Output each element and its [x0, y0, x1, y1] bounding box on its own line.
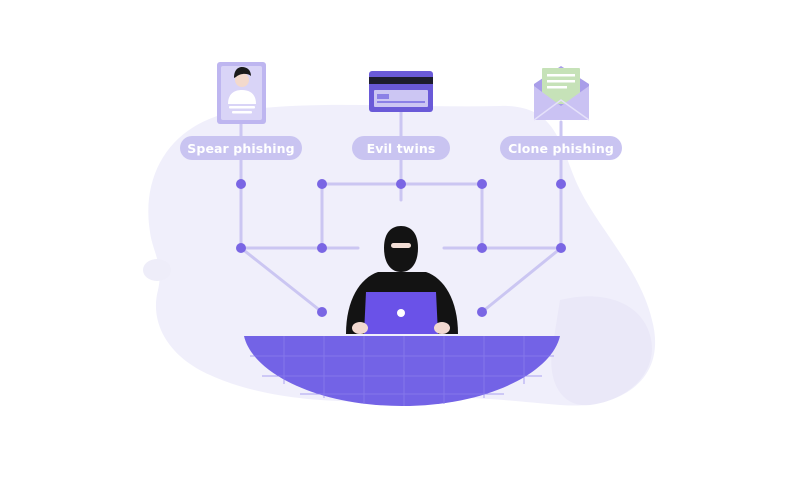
envelope-letter-icon: [533, 66, 590, 121]
node: [236, 179, 246, 189]
id-card-person-icon: [217, 62, 266, 124]
hooded-hacker-figure: [346, 226, 458, 334]
background-blob-small: [143, 259, 171, 281]
node: [477, 179, 487, 189]
clone-phishing-text: Clone phishing: [508, 140, 614, 156]
hacker-head: [384, 226, 418, 272]
node: [396, 179, 406, 189]
laptop-logo: [397, 309, 405, 317]
connector-nodes: [236, 179, 566, 317]
evil-twins-text: Evil twins: [366, 140, 436, 156]
node: [556, 243, 566, 253]
evil-twins-label: Evil twins: [352, 136, 450, 160]
node: [236, 243, 246, 253]
node: [556, 179, 566, 189]
desk: [244, 336, 560, 406]
clone-phishing-label: Clone phishing: [500, 136, 622, 160]
node: [477, 243, 487, 253]
node: [477, 307, 487, 317]
right-hand: [434, 322, 450, 334]
node: [317, 307, 327, 317]
background-blob-right: [551, 296, 652, 406]
node: [317, 179, 327, 189]
left-hand: [352, 322, 368, 334]
credit-card-icon: [369, 71, 433, 112]
spear-phishing-label: Spear phishing: [180, 136, 302, 160]
spear-phishing-text: Spear phishing: [187, 140, 295, 156]
node: [317, 243, 327, 253]
hacker-eye-slit: [391, 243, 411, 248]
